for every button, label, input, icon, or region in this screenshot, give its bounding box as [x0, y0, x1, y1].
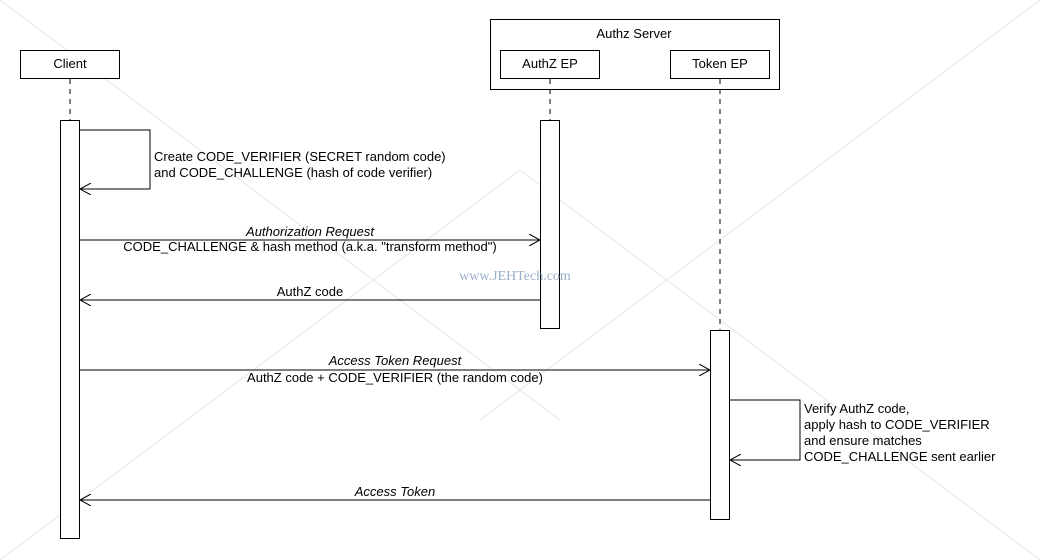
token-ep-self-message-line-3: and ensure matches [804, 433, 922, 448]
client-self-message-line-1: Create CODE_VERIFIER (SECRET random code… [154, 149, 446, 164]
token-ep-self-message-line-4: CODE_CHALLENGE sent earlier [804, 449, 996, 464]
client-self-message-line-2: and CODE_CHALLENGE (hash of code verifie… [154, 165, 432, 180]
authz-server-title: Authz Server [596, 26, 672, 41]
authorization-request-detail: CODE_CHALLENGE & hash method (a.k.a. "tr… [123, 239, 496, 254]
authz-server-group [490, 19, 780, 90]
client-self-message-arrow [80, 129, 151, 189]
token-ep-self-message-line-1: Verify AuthZ code, [804, 401, 910, 416]
token-ep-activation-bar [710, 330, 730, 520]
token-ep-participant-box [670, 50, 770, 79]
token-ep-participant-label: Token EP [692, 56, 748, 71]
access-token-request-detail: AuthZ code + CODE_VERIFIER (the random c… [247, 370, 543, 385]
access-token-label: Access Token [354, 484, 435, 499]
client-activation-bar [60, 120, 80, 539]
token-ep-self-message-line-2: apply hash to CODE_VERIFIER [804, 417, 990, 432]
authz-ep-participant-label: AuthZ EP [522, 56, 578, 71]
watermark-text: www.JEHTech.com [459, 269, 571, 284]
token-ep-self-message-arrow [730, 399, 801, 460]
authz-ep-participant-box [500, 50, 600, 79]
authz-code-label: AuthZ code [277, 284, 344, 299]
client-participant-box [20, 50, 120, 79]
client-participant-label: Client [53, 56, 87, 71]
authorization-request-title: Authorization Request [245, 224, 375, 239]
authz-ep-activation-bar [540, 120, 560, 329]
access-token-request-title: Access Token Request [328, 353, 463, 368]
